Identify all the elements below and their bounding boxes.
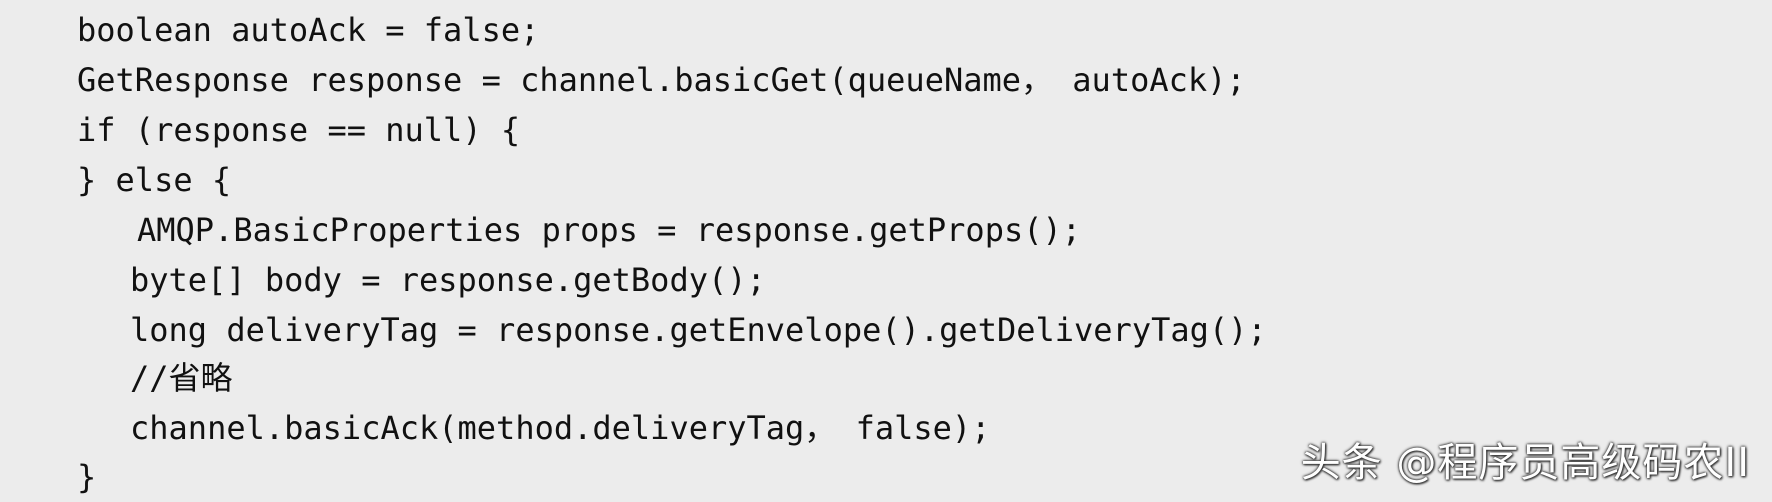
code-line-6: byte[] body = response.getBody(); xyxy=(130,261,766,299)
code-line-8: //省略 xyxy=(130,359,233,397)
code-line-2: GetResponse response = channel.basicGet(… xyxy=(77,61,1246,99)
code-line-3: if (response == null) { xyxy=(77,111,521,149)
code-line-1: boolean autoAck = false; xyxy=(77,11,540,49)
code-line-5: AMQP.BasicProperties props = response.ge… xyxy=(137,211,1082,249)
watermark-text: 头条 @程序员高级码农II xyxy=(1300,440,1750,486)
code-line-9: channel.basicAck(method.deliveryTag， fal… xyxy=(130,409,991,447)
code-line-7: long deliveryTag = response.getEnvelope(… xyxy=(130,311,1267,349)
code-line-10: } xyxy=(77,458,97,496)
code-line-4: } else { xyxy=(77,161,232,199)
